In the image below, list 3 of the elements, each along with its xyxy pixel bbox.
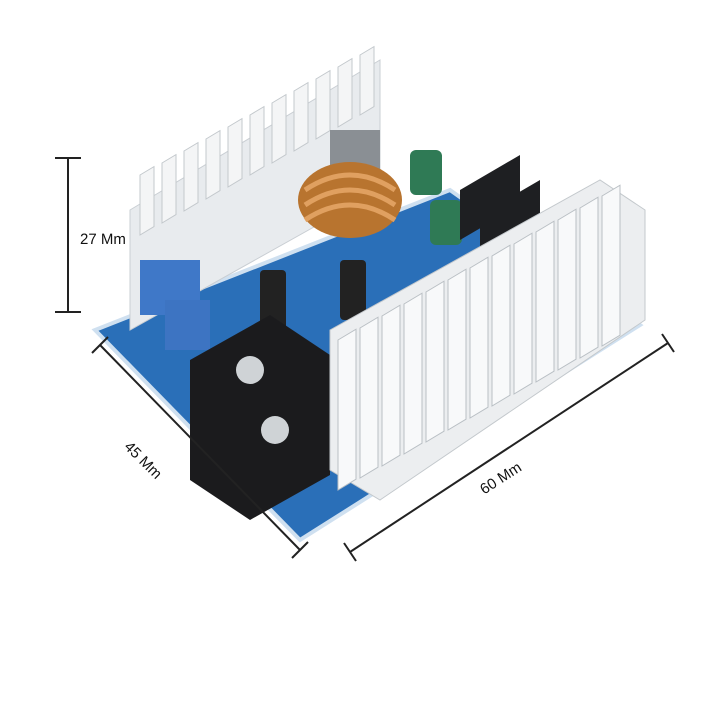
dimension-label: 60 Mm <box>477 458 525 498</box>
dimension-label: 27 Mm <box>80 231 126 248</box>
dimension-label: 45 Mm <box>120 438 166 483</box>
